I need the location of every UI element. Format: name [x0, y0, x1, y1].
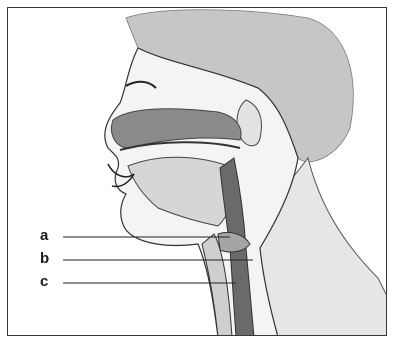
head-illustration — [8, 8, 387, 336]
label-b: b — [40, 251, 49, 266]
label-c: c — [40, 274, 48, 289]
label-a: a — [40, 228, 48, 243]
figure-frame: a b c — [7, 7, 387, 336]
